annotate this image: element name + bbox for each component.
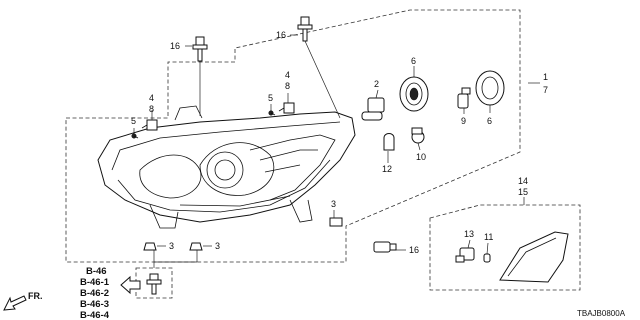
callout-8-left: 8	[149, 104, 154, 114]
callout-10: 10	[416, 152, 426, 162]
socket-10	[411, 127, 425, 144]
seal-ring-6-right	[475, 70, 505, 106]
ref-code[interactable]: B-46-1	[80, 277, 110, 288]
socket-13	[455, 247, 475, 263]
callout-4-mid: 4	[285, 70, 290, 80]
callout-16-bottom: 16	[409, 245, 419, 255]
callout-7: 7	[543, 85, 548, 95]
ref-code[interactable]: B-46-4	[80, 310, 110, 320]
callout-3-bottom-right: 3	[215, 241, 220, 251]
ref-arrow-icon	[120, 275, 141, 295]
callout-8-mid: 8	[285, 81, 290, 91]
bulb-9	[457, 87, 471, 109]
front-arrow-icon	[3, 295, 27, 311]
screw-16-top-mid	[297, 16, 313, 42]
screw-16-bottom	[373, 241, 397, 253]
callout-9: 9	[461, 116, 466, 126]
callout-6-left: 6	[411, 56, 416, 66]
callout-16-top-mid: 16	[276, 30, 286, 40]
bolt-bottom	[146, 273, 162, 295]
clip-3-bottom-right	[189, 242, 203, 251]
callout-6-right: 6	[487, 116, 492, 126]
side-marker-lamp	[499, 231, 569, 283]
clip-8-mid	[278, 102, 295, 114]
headlight-housing	[97, 105, 356, 229]
bulb-11	[483, 253, 491, 263]
clip-8-left	[141, 119, 158, 131]
callout-1: 1	[543, 72, 548, 82]
callout-4-left: 4	[149, 93, 154, 103]
callout-12: 12	[382, 164, 392, 174]
front-label: FR.	[28, 291, 43, 301]
callout-5-mid: 5	[268, 93, 273, 103]
callout-3-right: 3	[331, 199, 336, 209]
bulb-2	[361, 97, 385, 121]
callout-13: 13	[464, 229, 474, 239]
ref-code[interactable]: B-46	[86, 266, 107, 277]
ref-code[interactable]: B-46-3	[80, 299, 109, 310]
callout-2: 2	[374, 79, 379, 89]
side-marker-boundary	[429, 204, 581, 291]
callout-3-bottom-left: 3	[169, 241, 174, 251]
ref-code[interactable]: B-46-2	[80, 288, 109, 299]
leader-lines	[133, 34, 540, 268]
clip-3-right	[329, 217, 343, 227]
bulb-12	[383, 133, 395, 151]
screw-5-mid	[268, 110, 276, 116]
screw-16-top-left	[192, 36, 208, 62]
front-direction-indicator: FR.	[3, 291, 43, 311]
diagram-id: TBAJB0800A	[577, 309, 626, 318]
callout-5-left: 5	[131, 116, 136, 126]
callout-16-top-left: 16	[170, 41, 180, 51]
screw-5-left	[131, 133, 139, 139]
seal-ring-6-left	[399, 76, 429, 112]
callout-14: 14	[518, 176, 528, 186]
ref-code-list: B-46 B-46-1 B-46-2 B-46-3 B-46-4	[80, 266, 110, 320]
callout-15: 15	[518, 187, 528, 197]
callout-11: 11	[484, 232, 493, 242]
clip-3-bottom-left	[143, 242, 157, 251]
